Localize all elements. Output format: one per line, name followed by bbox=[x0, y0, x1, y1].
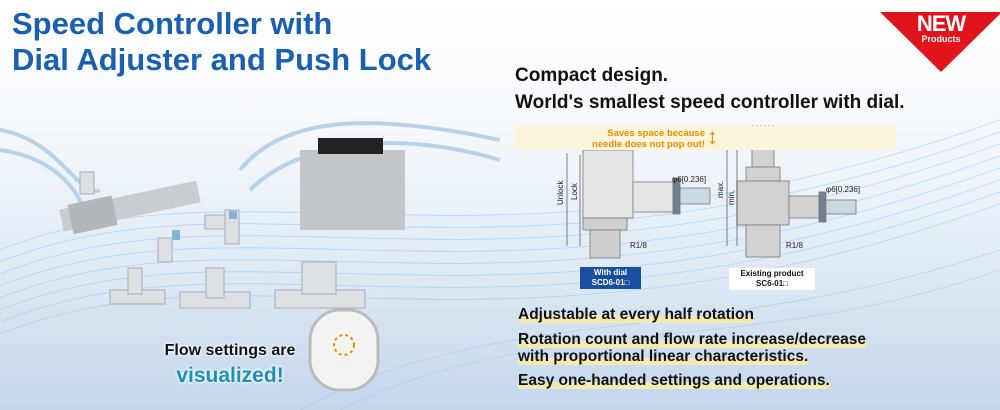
callout-line-2: needle does not pop out! bbox=[592, 139, 705, 150]
caption-line-1: With dial bbox=[593, 268, 628, 277]
right-thread: R1/8 bbox=[786, 241, 803, 250]
unlock-label: Unlock bbox=[556, 180, 565, 205]
diagram-existing bbox=[736, 125, 857, 258]
product-images bbox=[59, 138, 405, 392]
caption-with-dial: With dial SCD6-01□ bbox=[580, 267, 641, 289]
caption-line-1: Existing product bbox=[740, 269, 804, 278]
diagram-with-dial bbox=[582, 149, 711, 259]
caption-line-2: SCD6-01□ bbox=[591, 278, 630, 287]
left-tube-size: φ6[0.236] bbox=[672, 175, 707, 184]
double-arrow-icon: ↕ bbox=[707, 124, 718, 149]
headline-line-1: Compact design. bbox=[515, 65, 669, 86]
callout-text: Saves space because needle does not pop … bbox=[565, 128, 705, 150]
feature-1: Adjustable at every half rotation bbox=[518, 306, 754, 323]
max-label: max. bbox=[716, 180, 725, 198]
new-badge-sublabel: Products bbox=[921, 34, 961, 44]
caption-existing: Existing product SC6-01□ bbox=[729, 268, 815, 290]
lock-label: Lock bbox=[570, 183, 579, 200]
new-badge-triangle bbox=[880, 12, 1000, 72]
headline: Compact design. World's smallest speed c… bbox=[515, 62, 905, 116]
feature-3: Easy one-handed settings and operations. bbox=[518, 372, 830, 389]
callout-band bbox=[515, 126, 895, 150]
page-title: Speed Controller with Dial Adjuster and … bbox=[12, 6, 431, 78]
left-thread: R1/8 bbox=[630, 241, 647, 250]
new-badge-label: NEW bbox=[916, 11, 966, 36]
min-label: min. bbox=[727, 189, 736, 205]
callout-line-1: Saves space because bbox=[607, 128, 705, 139]
feature-2a: Rotation count and flow rate increase/de… bbox=[518, 331, 866, 348]
flow-caption: Flow settings are bbox=[164, 342, 296, 359]
headline-line-2: World's smallest speed controller with d… bbox=[515, 92, 905, 113]
right-tube-size: φ6[0.236] bbox=[826, 185, 861, 194]
title-line-1: Speed Controller with bbox=[12, 6, 333, 41]
feature-2b: with proportional linear characteristics… bbox=[518, 348, 809, 365]
caption-line-2: SC6-01□ bbox=[756, 279, 788, 288]
title-line-2: Dial Adjuster and Push Lock bbox=[12, 42, 432, 77]
flow-highlight: visualized! bbox=[176, 364, 284, 387]
